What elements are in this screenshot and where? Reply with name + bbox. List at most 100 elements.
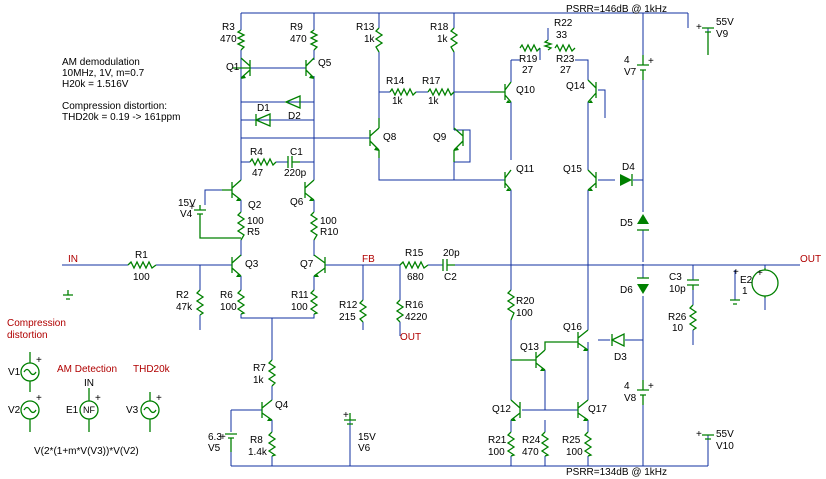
label-r4-value: 47 xyxy=(252,168,264,179)
resistor-r3 xyxy=(236,29,246,51)
label-r21-value: 100 xyxy=(488,447,505,458)
source-e2 xyxy=(751,268,779,298)
net-out: OUT xyxy=(800,254,821,265)
label-v8-value: 4 xyxy=(624,381,630,392)
label-r1-value: 100 xyxy=(133,272,150,283)
source-v6 xyxy=(344,413,356,425)
transistor-q4 xyxy=(261,399,273,421)
label-q7: Q7 xyxy=(300,259,314,270)
net-in: IN xyxy=(68,254,78,265)
label-q16: Q16 xyxy=(563,322,582,333)
label-e1-name: E1 xyxy=(66,405,79,416)
formula-label: V(2*(1+m*V(V3))*V(V2) xyxy=(34,446,139,457)
diode-d6 xyxy=(637,277,649,294)
capacitor-c3 xyxy=(687,279,699,290)
note-am-line2: H20k = 1.516V xyxy=(62,79,129,90)
label-v8-name: V8 xyxy=(624,393,637,404)
label-v7-value: 4 xyxy=(624,55,630,66)
transistor-q10 xyxy=(490,81,512,103)
label-q17: Q17 xyxy=(588,404,607,415)
label-r24-value: 470 xyxy=(522,447,539,458)
label-d6: D6 xyxy=(620,285,633,296)
ground-symbol xyxy=(730,299,740,305)
label-q1: Q1 xyxy=(226,62,240,73)
label-r10-value: 100 xyxy=(320,216,337,227)
resistor-r13 xyxy=(374,27,384,53)
label-q3: Q3 xyxy=(245,259,259,270)
resistor-r19 xyxy=(519,43,541,53)
net-out-2: OUT xyxy=(400,332,421,343)
plus-sign: + xyxy=(696,429,702,440)
label-r21-name: R21 xyxy=(488,435,507,446)
resistor-r14 xyxy=(389,87,417,97)
label-r8-name: R8 xyxy=(250,435,263,446)
label-v3-name: V3 xyxy=(126,405,139,416)
label-q9: Q9 xyxy=(433,132,447,143)
source-v1 xyxy=(20,352,40,392)
resistor-r22 xyxy=(542,39,554,51)
source-v4 xyxy=(194,205,241,239)
diode-d3 xyxy=(610,332,625,348)
label-r18-name: R18 xyxy=(430,22,449,33)
label-r9-name: R9 xyxy=(290,22,303,33)
transistor-q6 xyxy=(304,179,315,201)
plus-sign: + xyxy=(95,393,101,404)
label-d1: D1 xyxy=(257,103,270,114)
label-c1-value: 220p xyxy=(284,168,307,179)
resistor-r5 xyxy=(236,211,246,241)
label-r1-name: R1 xyxy=(135,250,148,261)
plus-sign: + xyxy=(189,202,195,213)
label-r12-value: 215 xyxy=(339,312,356,323)
label-r18-value: 1k xyxy=(437,34,449,45)
transistor-q7 xyxy=(313,254,326,277)
label-r6-value: 100 xyxy=(220,302,237,313)
resistor-r9 xyxy=(309,29,319,51)
resistor-r21 xyxy=(506,431,516,457)
plus-sign: + xyxy=(757,268,763,279)
transistor-q16 xyxy=(577,329,589,351)
label-d2: D2 xyxy=(288,111,301,122)
label-c2-name: C2 xyxy=(444,272,457,283)
label-r17-value: 1k xyxy=(428,96,440,107)
note-am-line1: 10MHz, 1V, m=0.7 xyxy=(62,68,145,79)
label-r13-name: R13 xyxy=(356,22,375,33)
label-r6-name: R6 xyxy=(220,290,233,301)
source-v7 xyxy=(637,55,649,80)
transistor-q15 xyxy=(587,169,597,191)
capacitor-c2 xyxy=(442,259,455,271)
compression-label-2: distortion xyxy=(7,330,48,341)
label-r15-name: R15 xyxy=(405,248,424,259)
label-r20-name: R20 xyxy=(516,296,535,307)
resistor-r24 xyxy=(540,431,550,457)
label-q4: Q4 xyxy=(275,400,289,411)
resistor-r23 xyxy=(554,43,576,53)
label-q11: Q11 xyxy=(516,164,535,175)
label-r15-value: 680 xyxy=(407,272,424,283)
label-d4: D4 xyxy=(622,162,635,173)
label-r8-value: 1.4k xyxy=(248,447,268,458)
label-r17-name: R17 xyxy=(422,76,441,87)
label-r12-name: R12 xyxy=(339,300,358,311)
label-v10-name: V10 xyxy=(716,441,734,452)
transistor-q13 xyxy=(511,341,578,371)
label-q2: Q2 xyxy=(248,200,262,211)
plus-sign: + xyxy=(648,56,654,67)
label-v9-value: 55V xyxy=(716,17,734,28)
plus-sign: + xyxy=(696,22,702,33)
resistor-r2 xyxy=(195,289,205,316)
transistor-q1 xyxy=(233,57,251,79)
net-in-2: IN xyxy=(84,378,94,389)
psrr-top: PSRR=146dB @ 1kHz xyxy=(566,4,667,15)
resistor-r15 xyxy=(399,260,429,270)
label-r10-name: R10 xyxy=(320,227,339,238)
label-c3-value: 10p xyxy=(669,284,686,295)
resistor-r11 xyxy=(309,289,319,315)
label-e2-value: 1 xyxy=(742,286,748,297)
label-d3: D3 xyxy=(614,352,627,363)
resistor-r25 xyxy=(583,431,593,457)
psrr-bottom: PSRR=134dB @ 1kHz xyxy=(566,467,667,478)
label-r26-name: R26 xyxy=(668,312,687,323)
label-r3-name: R3 xyxy=(222,22,235,33)
label-r11-value: 100 xyxy=(291,302,308,313)
label-v2-name: V2 xyxy=(8,405,21,416)
